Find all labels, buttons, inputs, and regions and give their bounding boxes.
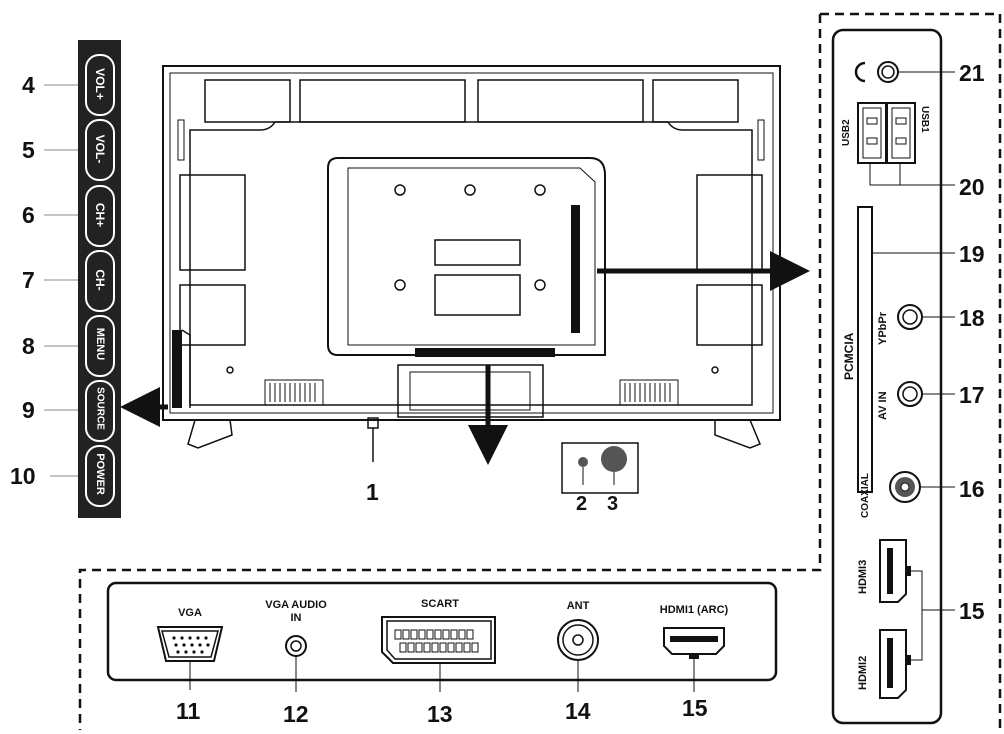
power-button[interactable]: POWER bbox=[86, 446, 114, 506]
led-indicator bbox=[601, 446, 627, 472]
usb2-port bbox=[857, 102, 887, 164]
callout-21: 21 bbox=[959, 60, 985, 86]
antenna-port bbox=[557, 619, 599, 661]
coaxial-label: COAXIAL bbox=[860, 473, 871, 518]
vga-label: VGA bbox=[178, 607, 202, 619]
vol-down-button[interactable]: VOL- bbox=[86, 120, 114, 180]
ch-down-button[interactable]: CH- bbox=[86, 251, 114, 311]
ir-sensor bbox=[578, 457, 588, 467]
callout-1: 1 bbox=[366, 479, 379, 505]
usb1-port bbox=[886, 102, 916, 164]
grill-hatching bbox=[269, 383, 671, 402]
callout-8: 8 bbox=[22, 333, 35, 359]
callout-2: 2 bbox=[576, 493, 588, 515]
button-ovals bbox=[85, 54, 115, 507]
vga-audio-jack bbox=[285, 635, 307, 657]
side-port-strip bbox=[571, 205, 580, 333]
hdmi2-label: HDMI2 bbox=[857, 655, 869, 690]
callout-15-side: 15 bbox=[959, 598, 985, 624]
hdmi3-port bbox=[879, 539, 907, 603]
usb1-label: USB1 bbox=[919, 106, 930, 133]
callout-18: 18 bbox=[959, 305, 985, 331]
power-label: POWER bbox=[94, 453, 106, 495]
scart-label: SCART bbox=[421, 598, 459, 610]
dashed-outline bbox=[78, 12, 1002, 730]
callout-19: 19 bbox=[959, 241, 985, 267]
ch-up-button[interactable]: CH+ bbox=[86, 186, 114, 246]
callout-6: 6 bbox=[22, 202, 35, 228]
callout-4: 4 bbox=[22, 72, 35, 98]
callout-17: 17 bbox=[959, 382, 985, 408]
callout-11: 11 bbox=[176, 698, 201, 724]
hdmi2-port bbox=[879, 629, 907, 699]
callout-15-bottom: 15 bbox=[682, 695, 708, 721]
bottom-port-strip bbox=[415, 348, 555, 357]
headphone-icon bbox=[854, 61, 866, 83]
side-panel bbox=[831, 28, 943, 725]
callout-14: 14 bbox=[565, 698, 591, 724]
pcmcia-slot bbox=[857, 206, 873, 493]
vga-audio-label-2: IN bbox=[290, 612, 302, 624]
source-label: SOURCE bbox=[94, 387, 106, 430]
vol-up-label: VOL+ bbox=[93, 68, 107, 100]
ypbpr-jack bbox=[897, 304, 923, 330]
callout-13: 13 bbox=[427, 701, 453, 727]
ypbpr-label: YPbPr bbox=[877, 311, 889, 345]
tv-back bbox=[162, 65, 781, 449]
vga-audio-label-1: VGA AUDIO bbox=[265, 599, 327, 611]
callout-10: 10 bbox=[10, 463, 36, 489]
scart-port bbox=[381, 616, 496, 664]
button-strip-mini bbox=[172, 330, 182, 408]
callout-9: 9 bbox=[22, 397, 35, 423]
button-leader-lines bbox=[44, 84, 78, 477]
ch-up-label: CH+ bbox=[93, 202, 107, 228]
hdmi1-label: HDMI1 (ARC) bbox=[659, 604, 729, 616]
callout-5: 5 bbox=[22, 137, 35, 163]
ant-label: ANT bbox=[566, 600, 590, 612]
ir-panel bbox=[561, 442, 639, 494]
av-in-jack bbox=[897, 381, 923, 407]
ch-down-label: CH- bbox=[93, 269, 107, 291]
av-in-label: AV IN bbox=[877, 391, 889, 420]
callout-16: 16 bbox=[959, 476, 985, 502]
hdmi1-port bbox=[663, 627, 725, 655]
left-cable bbox=[181, 329, 191, 408]
vol-down-label: VOL- bbox=[93, 134, 107, 164]
screws bbox=[226, 184, 719, 374]
callout-12: 12 bbox=[283, 701, 309, 727]
callout-20: 20 bbox=[959, 174, 985, 200]
usb2-label: USB2 bbox=[841, 119, 852, 146]
bottom-panel bbox=[106, 581, 778, 682]
pcmcia-label: PCMCIA bbox=[842, 332, 856, 380]
source-button[interactable]: SOURCE bbox=[86, 381, 114, 441]
menu-button[interactable]: MENU bbox=[86, 316, 114, 376]
hdmi3-label: HDMI3 bbox=[857, 559, 869, 594]
callout-7: 7 bbox=[22, 267, 35, 293]
vol-up-button[interactable]: VOL+ bbox=[86, 55, 114, 115]
menu-label: MENU bbox=[94, 327, 106, 361]
callout-3: 3 bbox=[607, 493, 619, 515]
